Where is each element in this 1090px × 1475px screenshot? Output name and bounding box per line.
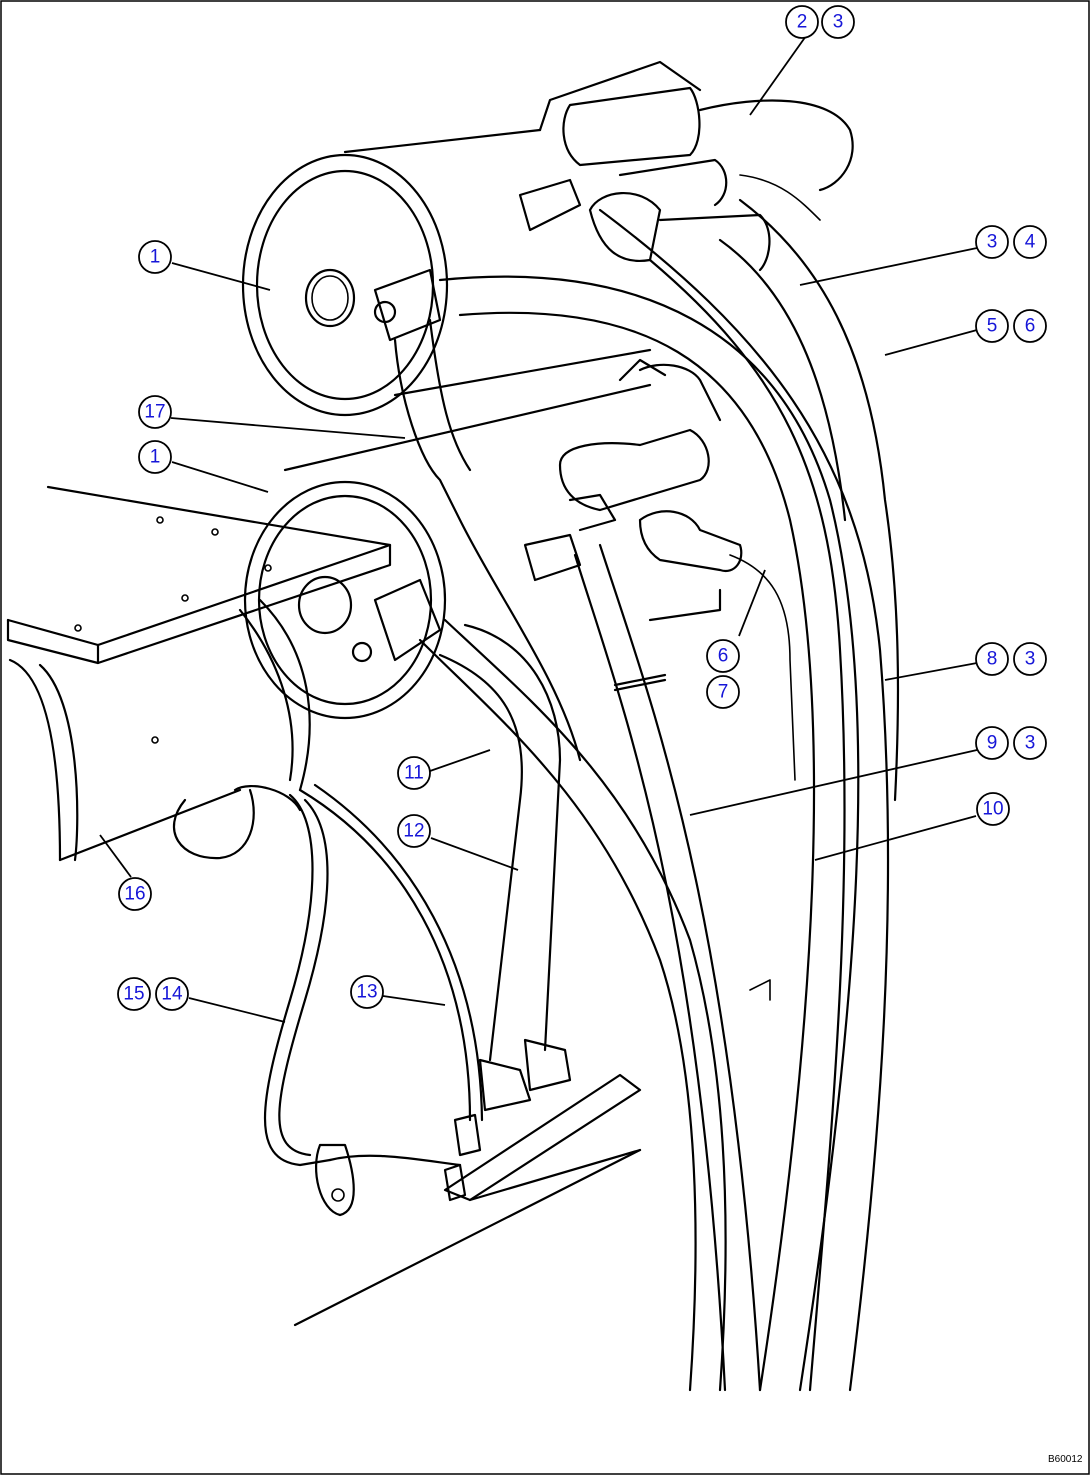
callout-3[interactable]: 3 xyxy=(975,225,1009,259)
callout-4[interactable]: 4 xyxy=(1013,225,1047,259)
svg-text:3: 3 xyxy=(1025,649,1036,670)
callout-3[interactable]: 3 xyxy=(1013,726,1047,760)
callout-6[interactable]: 6 xyxy=(1013,309,1047,343)
svg-text:6: 6 xyxy=(1025,316,1036,337)
drawing-code: B60012 xyxy=(1048,1454,1083,1465)
svg-text:15: 15 xyxy=(123,984,144,1005)
svg-text:6: 6 xyxy=(718,646,729,667)
svg-text:14: 14 xyxy=(161,984,183,1005)
leader-lines xyxy=(99,35,978,1023)
svg-text:9: 9 xyxy=(987,733,998,754)
svg-text:3: 3 xyxy=(1025,733,1036,754)
svg-text:3: 3 xyxy=(987,232,998,253)
callout-2[interactable]: 2 xyxy=(785,5,819,39)
left-bracket-and-tube xyxy=(6,485,392,862)
upper-cylinder-body xyxy=(241,128,652,417)
callout-5[interactable]: 5 xyxy=(975,309,1009,343)
callout-12[interactable]: 12 xyxy=(397,814,431,848)
callout-1[interactable]: 1 xyxy=(138,240,172,274)
callout-3[interactable]: 3 xyxy=(821,5,855,39)
callout-11[interactable]: 11 xyxy=(397,756,431,790)
callout-1[interactable]: 1 xyxy=(138,440,172,474)
lower-hoses xyxy=(393,318,727,1392)
svg-text:5: 5 xyxy=(987,316,998,337)
svg-text:17: 17 xyxy=(144,402,165,423)
callout-8[interactable]: 8 xyxy=(975,642,1009,676)
callouts: 2 3 1 3 4 5 6 17 xyxy=(117,5,1047,1011)
svg-text:8: 8 xyxy=(987,649,998,670)
svg-text:13: 13 xyxy=(356,982,377,1003)
svg-text:11: 11 xyxy=(404,763,424,784)
mid-fitting-block xyxy=(523,358,743,622)
callout-10[interactable]: 10 xyxy=(976,792,1010,826)
callout-9[interactable]: 9 xyxy=(975,726,1009,760)
callout-13[interactable]: 13 xyxy=(350,975,384,1009)
svg-text:4: 4 xyxy=(1025,232,1036,253)
svg-text:12: 12 xyxy=(403,821,424,842)
svg-text:10: 10 xyxy=(982,799,1003,820)
small-wires xyxy=(729,174,821,1001)
svg-text:16: 16 xyxy=(124,884,145,905)
svg-text:1: 1 xyxy=(150,447,161,468)
callout-3[interactable]: 3 xyxy=(1013,642,1047,676)
svg-text:2: 2 xyxy=(797,12,808,33)
terminal-bolts xyxy=(351,268,442,663)
callout-6[interactable]: 6 xyxy=(706,639,740,673)
callout-16[interactable]: 16 xyxy=(118,877,152,911)
lower-cross-bar xyxy=(293,1073,642,1327)
svg-text:1: 1 xyxy=(150,247,161,268)
callout-7[interactable]: 7 xyxy=(706,675,740,709)
svg-text:7: 7 xyxy=(718,682,729,703)
top-fitting-block xyxy=(518,60,854,272)
svg-text:3: 3 xyxy=(833,12,844,33)
callout-14[interactable]: 14 xyxy=(155,977,189,1011)
ground-wires xyxy=(264,783,484,1217)
main-hoses xyxy=(438,198,900,1392)
callout-15[interactable]: 15 xyxy=(117,977,151,1011)
callout-17[interactable]: 17 xyxy=(138,395,172,429)
